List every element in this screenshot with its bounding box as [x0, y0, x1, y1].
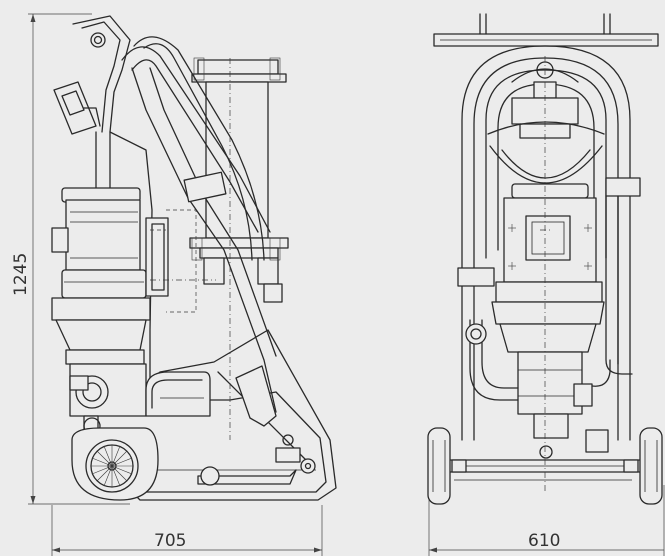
front-base	[427, 427, 663, 505]
side-pump	[69, 363, 147, 435]
dimension-front-width: 610	[428, 485, 665, 556]
dimension-height: 1245	[11, 13, 130, 505]
dimension-side-width: 705	[51, 505, 323, 556]
front-view	[427, 13, 663, 505]
side-width-dimension-label: 705	[154, 531, 186, 551]
front-pump	[465, 319, 611, 459]
height-dimension-label: 1245	[11, 253, 31, 296]
front-handle	[433, 13, 659, 47]
side-wheel	[71, 427, 159, 501]
front-motor	[491, 183, 605, 353]
front-width-dimension-label: 610	[528, 531, 560, 551]
side-view	[51, 15, 337, 501]
side-tray	[145, 371, 211, 417]
side-motor	[51, 187, 169, 365]
side-valve	[197, 434, 316, 486]
side-hoses	[121, 36, 277, 440]
gauge-box	[53, 81, 101, 135]
